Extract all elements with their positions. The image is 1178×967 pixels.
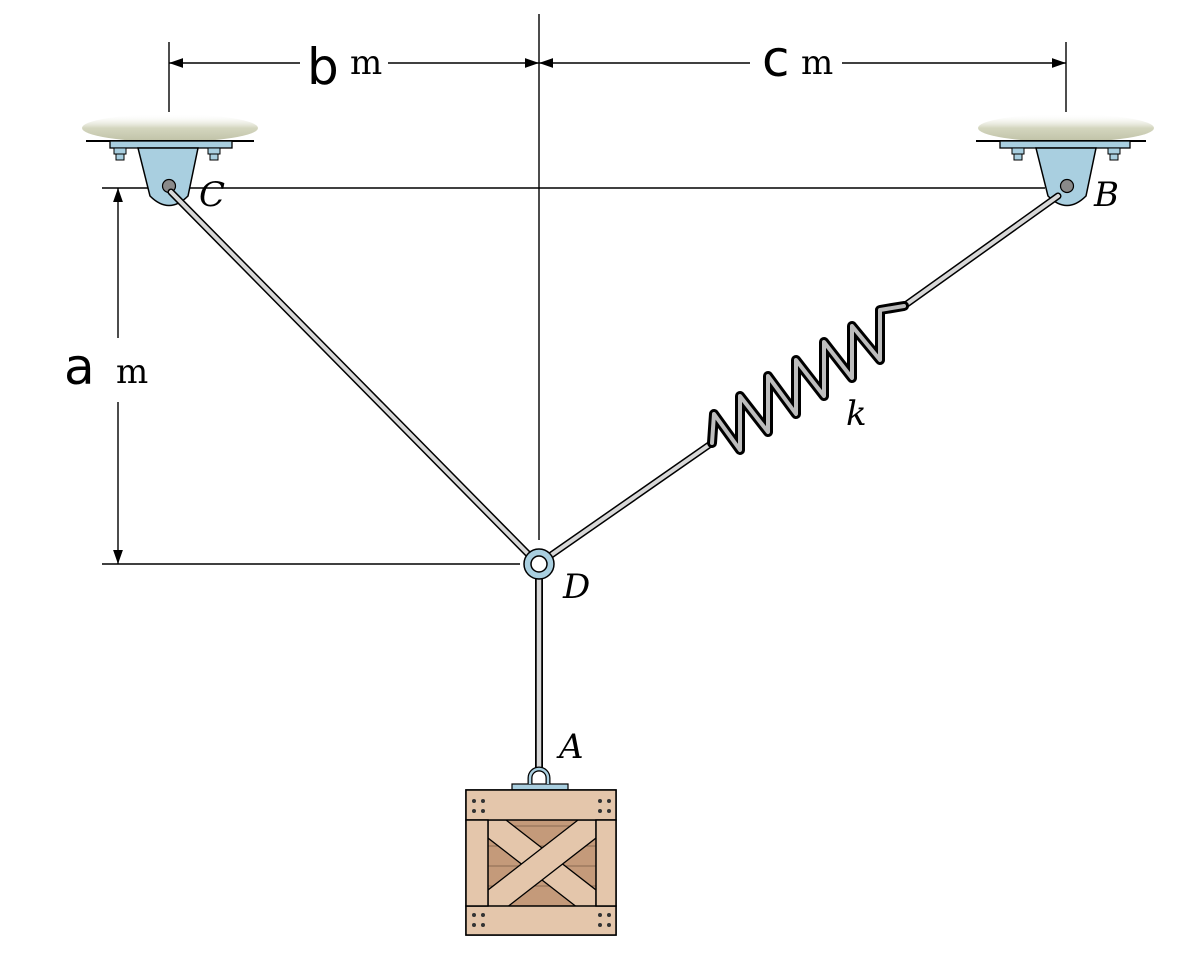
support-b — [976, 114, 1154, 207]
support-c — [82, 114, 258, 207]
pin-b — [1059, 178, 1075, 194]
ceiling-left — [82, 114, 258, 142]
label-b: B — [1093, 175, 1119, 215]
dim-a-unit: m — [116, 352, 148, 392]
cable-cd — [167, 188, 537, 563]
dim-c-unit: m — [801, 43, 833, 83]
dim-b-unit: m — [350, 43, 382, 83]
nail-dots — [472, 799, 611, 927]
label-d: D — [562, 567, 590, 607]
dim-c-variable: c — [762, 30, 790, 88]
bolt-icon — [1011, 147, 1121, 161]
ceiling-right — [978, 114, 1154, 142]
label-spring-k: k — [846, 394, 867, 434]
bolt-icon — [113, 147, 221, 161]
dim-b-variable: b — [307, 38, 339, 96]
bracket-c — [137, 147, 199, 207]
dim-a-variable: a — [64, 338, 95, 396]
bracket-b — [1035, 147, 1097, 207]
spring-db — [540, 192, 1062, 564]
dimension-lines — [102, 14, 1067, 565]
crate — [465, 766, 617, 936]
lift-plate — [511, 783, 569, 791]
ring-d — [523, 548, 555, 580]
label-c: C — [199, 175, 225, 215]
label-a: A — [556, 727, 584, 767]
